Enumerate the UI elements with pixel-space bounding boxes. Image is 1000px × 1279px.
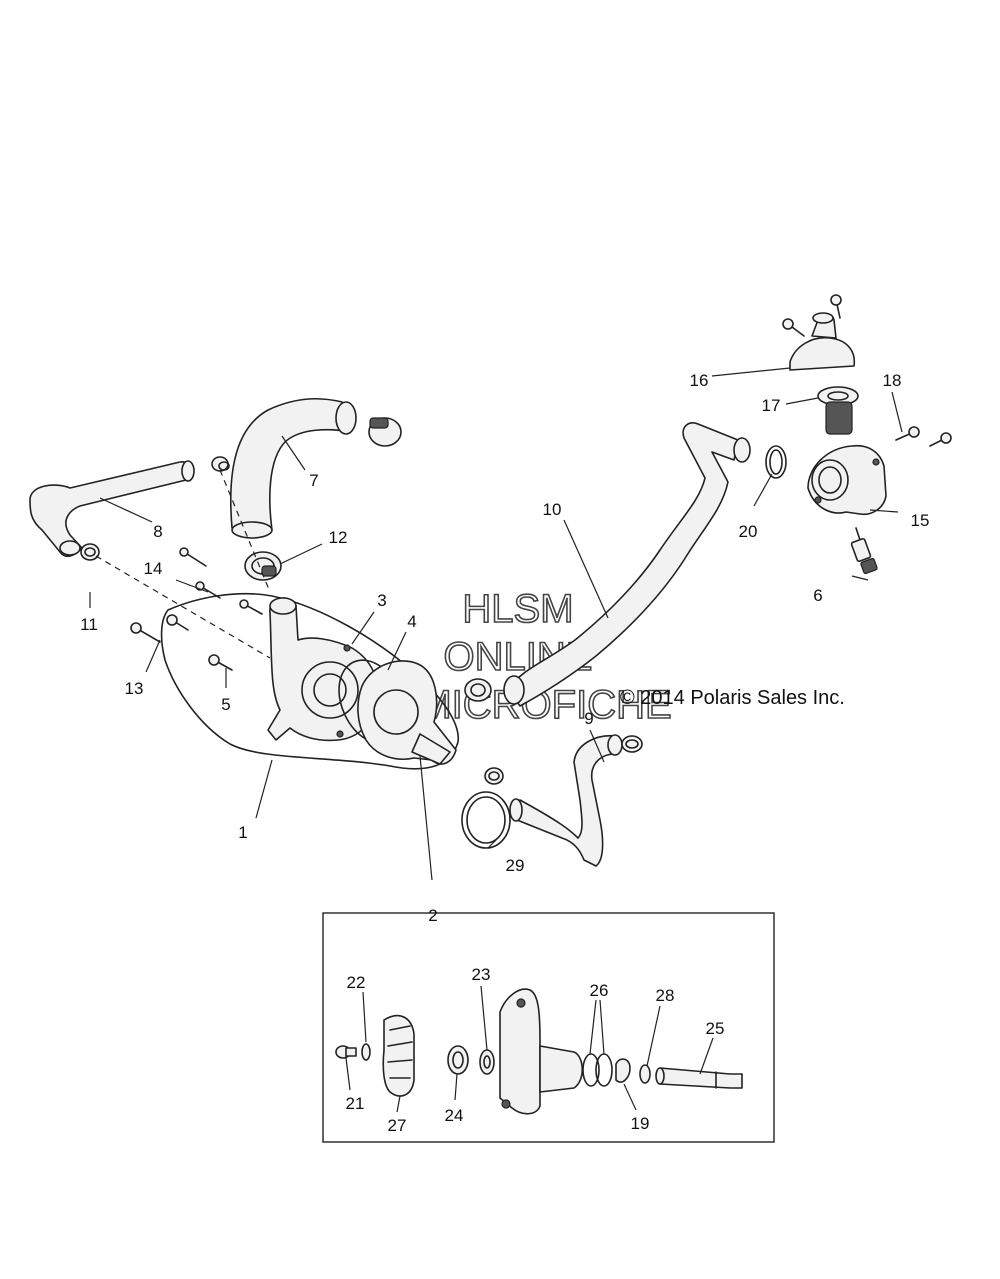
- callout-7: 7: [309, 471, 318, 490]
- callout-19: 19: [631, 1114, 650, 1133]
- callout-5: 5: [221, 695, 230, 714]
- bolt-21: [335, 1045, 357, 1059]
- callout-18: 18: [883, 371, 902, 390]
- clip-19: [615, 1058, 631, 1083]
- bolts-14: [179, 547, 263, 615]
- callout-21: 21: [346, 1094, 365, 1113]
- detail-box: [322, 912, 775, 1143]
- washer-22: [361, 1043, 371, 1061]
- callout-16: 16: [690, 371, 709, 390]
- callout-4: 4: [407, 612, 416, 631]
- callout-8: 8: [153, 522, 162, 541]
- hose-10: [503, 422, 751, 707]
- clamp-mid: [464, 678, 492, 702]
- sensor-6: [850, 527, 878, 575]
- thermostat-cover-16: [782, 294, 856, 371]
- callout-28: 28: [656, 986, 675, 1005]
- callout-14: 14: [144, 559, 163, 578]
- callout-23: 23: [472, 965, 491, 984]
- clamp-lower: [484, 767, 504, 785]
- clamp-9: [621, 735, 643, 753]
- callout-27: 27: [388, 1116, 407, 1135]
- callout-15: 15: [911, 511, 930, 530]
- thermostat-17: [817, 386, 859, 435]
- clamp-7: [368, 417, 402, 447]
- hose-8: [29, 460, 195, 558]
- ring-29: [461, 791, 511, 849]
- callout-26: 26: [590, 981, 609, 1000]
- callout-12: 12: [329, 528, 348, 547]
- callout-1: 1: [238, 823, 247, 842]
- hose-7: [229, 397, 357, 539]
- leader-lines: [89, 367, 903, 881]
- thermostat-housing-15: [807, 444, 887, 516]
- pump-housing-3: [267, 597, 380, 742]
- o-rings-26: [582, 1053, 613, 1087]
- clamp-20: [765, 445, 787, 479]
- watermark-line-1: HLSM: [462, 587, 573, 631]
- bolt-13: [130, 614, 189, 643]
- washer-23: [479, 1049, 495, 1075]
- detail-leader-lines: [345, 985, 714, 1113]
- callout-20: 20: [739, 522, 758, 541]
- impeller-27: [382, 1014, 415, 1097]
- callout-24: 24: [445, 1106, 464, 1125]
- pump-cover: [357, 660, 457, 765]
- callout-6: 6: [813, 586, 822, 605]
- callout-2: 2: [428, 906, 437, 925]
- callout-9: 9: [584, 709, 593, 728]
- seal-24: [447, 1045, 469, 1075]
- callout-25: 25: [706, 1019, 725, 1038]
- callout-22: 22: [347, 973, 366, 992]
- copyright-text: © 2014 Polaris Sales Inc.: [620, 687, 845, 709]
- bolt-5: [208, 654, 233, 671]
- callout-13: 13: [125, 679, 144, 698]
- clamp-8a: [211, 456, 230, 472]
- callout-29: 29: [506, 856, 525, 875]
- shaft-25: [655, 1067, 743, 1089]
- washer-28: [639, 1064, 651, 1084]
- callout-17: 17: [762, 396, 781, 415]
- callout-3: 3: [377, 591, 386, 610]
- callout-10: 10: [543, 500, 562, 519]
- pump-plate: [499, 988, 584, 1115]
- callout-11: 11: [80, 615, 98, 634]
- bolts-18: [895, 426, 952, 447]
- hose-9: [509, 734, 623, 867]
- clamp-11: [80, 543, 100, 561]
- callout-labels: 1 2 3 4 5 6 7 8 9 10 11 12 13 14 15 16 1…: [80, 371, 929, 1135]
